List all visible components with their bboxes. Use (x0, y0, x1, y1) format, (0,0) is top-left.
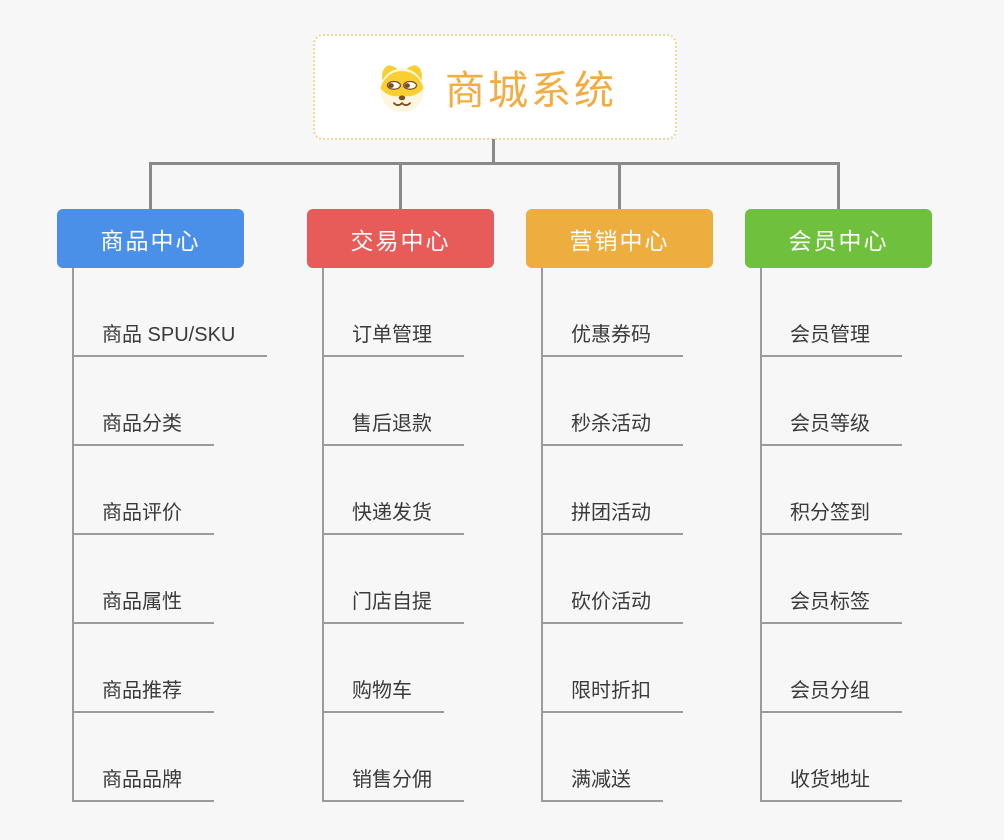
child-node[interactable]: 会员等级 (760, 357, 902, 446)
child-node[interactable]: 限时折扣 (541, 624, 683, 713)
child-node[interactable]: 积分签到 (760, 446, 902, 535)
child-node[interactable]: 商品 SPU/SKU (72, 268, 268, 357)
child-label: 商品分类 (72, 407, 214, 446)
branch-children: 商品 SPU/SKU 商品分类 商品评价 商品属性 商品推荐 商品品牌 (72, 268, 268, 802)
child-label: 会员等级 (760, 407, 902, 446)
child-label: 拼团活动 (541, 496, 683, 535)
child-node[interactable]: 商品品牌 (72, 713, 267, 802)
child-label: 售后退款 (322, 407, 464, 446)
child-node[interactable]: 收货地址 (760, 713, 902, 802)
child-node[interactable]: 会员分组 (760, 624, 902, 713)
child-label: 快递发货 (322, 496, 464, 535)
child-node[interactable]: 会员管理 (760, 268, 902, 357)
child-node[interactable]: 满减送 (541, 713, 683, 802)
branch-1: 商品中心 商品 SPU/SKU 商品分类 商品评价 商品属性 商品推荐 商品品牌 (57, 209, 268, 802)
child-label: 商品 SPU/SKU (72, 318, 268, 357)
child-label: 销售分佣 (322, 763, 464, 802)
child-label: 商品品牌 (72, 763, 214, 802)
child-label: 砍价活动 (541, 585, 683, 624)
connector-branch-drop-1 (149, 162, 152, 209)
branch-4: 会员中心 会员管理 会员等级 积分签到 会员标签 会员分组 收货地址 (745, 209, 932, 802)
child-node[interactable]: 售后退款 (322, 357, 464, 446)
child-label: 限时折扣 (541, 674, 683, 713)
branch-header-4[interactable]: 会员中心 (745, 209, 932, 268)
child-node[interactable]: 会员标签 (760, 535, 902, 624)
root-title: 商城系统 (445, 69, 617, 113)
child-node[interactable]: 订单管理 (322, 268, 464, 357)
branch-label: 交易中心 (350, 227, 451, 254)
child-label: 积分签到 (760, 496, 902, 535)
child-node[interactable]: 砍价活动 (541, 535, 683, 624)
child-node[interactable]: 秒杀活动 (541, 357, 683, 446)
child-label: 满减送 (541, 763, 663, 802)
connector-bus (149, 162, 840, 165)
child-label: 订单管理 (322, 318, 464, 357)
branch-children: 优惠券码 秒杀活动 拼团活动 砍价活动 限时折扣 满减送 (541, 268, 683, 802)
branch-label: 营销中心 (569, 227, 670, 254)
child-node[interactable]: 销售分佣 (322, 713, 464, 802)
connector-branch-drop-3 (618, 162, 621, 209)
child-node[interactable]: 商品属性 (72, 535, 267, 624)
child-label: 门店自提 (322, 585, 464, 624)
child-label: 商品属性 (72, 585, 214, 624)
branch-label: 会员中心 (788, 227, 889, 254)
branch-2: 交易中心 订单管理 售后退款 快递发货 门店自提 购物车 销售分佣 (307, 209, 494, 802)
child-label: 秒杀活动 (541, 407, 683, 446)
child-node[interactable]: 商品评价 (72, 446, 267, 535)
child-node[interactable]: 拼团活动 (541, 446, 683, 535)
connector-branch-drop-2 (399, 162, 402, 209)
child-node[interactable]: 门店自提 (322, 535, 464, 624)
child-label: 购物车 (322, 674, 444, 713)
branch-label: 商品中心 (100, 227, 201, 254)
connector-root-drop (492, 139, 495, 164)
branch-3: 营销中心 优惠券码 秒杀活动 拼团活动 砍价活动 限时折扣 满减送 (526, 209, 713, 802)
branch-header-2[interactable]: 交易中心 (307, 209, 494, 268)
branch-children: 订单管理 售后退款 快递发货 门店自提 购物车 销售分佣 (322, 268, 464, 802)
branch-children: 会员管理 会员等级 积分签到 会员标签 会员分组 收货地址 (760, 268, 902, 802)
child-node[interactable]: 商品推荐 (72, 624, 267, 713)
root-node[interactable]: 商城系统 (313, 34, 677, 140)
branch-header-3[interactable]: 营销中心 (526, 209, 713, 268)
child-label: 会员分组 (760, 674, 902, 713)
child-label: 商品评价 (72, 496, 214, 535)
child-label: 收货地址 (760, 763, 902, 802)
child-node[interactable]: 商品分类 (72, 357, 267, 446)
child-label: 会员标签 (760, 585, 902, 624)
branch-header-1[interactable]: 商品中心 (57, 209, 244, 268)
child-label: 商品推荐 (72, 674, 214, 713)
dog-face-icon (373, 61, 431, 113)
child-node[interactable]: 购物车 (322, 624, 464, 713)
child-label: 优惠券码 (541, 318, 683, 357)
child-label: 会员管理 (760, 318, 902, 357)
child-node[interactable]: 优惠券码 (541, 268, 683, 357)
connector-branch-drop-4 (837, 162, 840, 209)
child-node[interactable]: 快递发货 (322, 446, 464, 535)
